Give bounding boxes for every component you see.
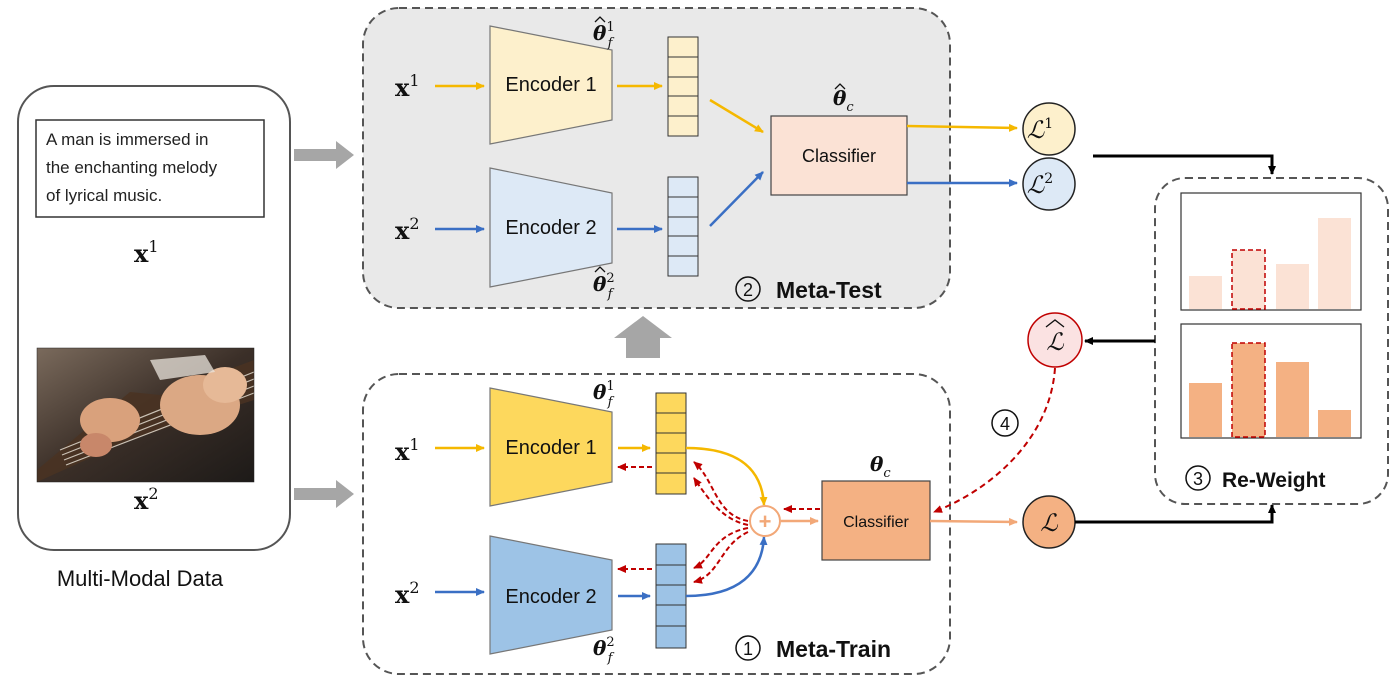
svg-text:ℒ: ℒ	[1040, 509, 1058, 537]
meta-train-step-circle-icon	[735, 635, 761, 661]
meta-train-input-1: x1	[395, 435, 420, 466]
arrow-train-to-test	[614, 316, 672, 358]
meta-test-feature-1	[667, 36, 699, 137]
reweight-chart-train	[1180, 323, 1362, 439]
meta-test-theta-c: θc	[833, 86, 854, 115]
text-caption-box	[35, 119, 265, 218]
step-4-update-arrow	[933, 367, 1056, 513]
meta-train-encoder-1-label: Encoder 1	[505, 437, 596, 459]
guitar-video-frame	[36, 347, 255, 483]
meta-train-feature-1	[655, 392, 687, 495]
meta-train-encoder-2-label: Encoder 2	[505, 586, 596, 608]
meta-train-theta-c: θc	[870, 452, 891, 481]
svg-text:ℒ1: ℒ1	[1027, 116, 1053, 144]
multi-modal-data-label: Multi-Modal Data	[57, 566, 224, 591]
meta-train-arrow-cls-loss	[929, 517, 1018, 526]
theta-hat-accents	[594, 16, 846, 273]
meta-test-step-circle-icon	[735, 276, 761, 302]
step-4-number: 4	[1000, 414, 1010, 434]
meta-test-step-number: 2	[743, 280, 753, 300]
reweight-panel: 3 Re-Weight	[1154, 177, 1389, 505]
meta-test-arrow-cls-loss1	[906, 123, 1018, 132]
meta-test-input-1: x1	[395, 71, 420, 102]
text-modality-label: x1	[134, 237, 159, 268]
test-weight-bar-2	[1231, 249, 1266, 310]
caption-line-2: the enchanting melody	[46, 158, 218, 177]
meta-train-feature-2	[655, 543, 687, 649]
meta-test-classifier-label: Classifier	[802, 146, 876, 166]
reweight-chart-test	[1180, 192, 1362, 311]
hat-accent-icon	[1045, 319, 1065, 328]
meta-test-arrow-feat1-cls	[709, 98, 764, 134]
meta-train-encoder-1	[489, 387, 613, 507]
meta-train-grad-fusion-feat1	[693, 461, 749, 522]
test-weight-bar-1	[1189, 276, 1222, 309]
step-4-circle-icon	[991, 409, 1019, 437]
meta-test-input-2: x2	[395, 214, 420, 245]
meta-train-fusion-node: +	[749, 505, 781, 537]
meta-test-feature-2	[667, 176, 699, 277]
meta-train-title: Meta-Train	[776, 636, 891, 662]
meta-train-arrow-feat2-fusion	[685, 536, 768, 598]
meta-test-encoder-2-label: Encoder 2	[505, 217, 596, 239]
arrow-to-meta-test	[294, 141, 354, 169]
reweight-step-circle-icon	[1185, 465, 1211, 491]
multi-modal-data-panel: A man is immersed in the enchanting melo…	[17, 85, 291, 551]
fusion-plus-icon: +	[759, 509, 772, 534]
meta-train-step-number: 1	[743, 639, 753, 659]
caption-line-1: A man is immersed in	[46, 130, 209, 149]
reweighted-loss-node: ℒ	[1027, 312, 1083, 368]
meta-train-grad-fusion-feat1b	[693, 477, 749, 526]
meta-train-grad-fusion-feat2	[693, 527, 749, 569]
meta-test-arrow-feat2-cls	[709, 171, 764, 227]
test-weight-bar-3	[1276, 264, 1309, 309]
train-weight-bar-2	[1231, 342, 1266, 438]
test-weight-bar-4	[1318, 218, 1351, 309]
meta-train-loss: ℒ	[1022, 495, 1076, 549]
reweight-step-number: 3	[1193, 469, 1203, 489]
meta-train-grad-fusion-feat2b	[693, 531, 749, 584]
meta-train-input-2: x2	[395, 578, 420, 609]
meta-test-loss-2: ℒ2	[1022, 157, 1076, 211]
meta-train-classifier-label: Classifier	[843, 514, 909, 531]
meta-train-classifier	[821, 480, 931, 561]
train-weight-bar-1	[1189, 383, 1222, 437]
arrow-to-meta-train	[294, 480, 354, 508]
train-weight-bar-4	[1318, 410, 1351, 437]
svg-text:ℒ2: ℒ2	[1027, 171, 1053, 199]
svg-text:ℒ: ℒ	[1046, 328, 1064, 356]
meta-test-classifier	[770, 115, 908, 196]
train-weight-bar-3	[1276, 362, 1309, 437]
meta-test-encoder-1-label: Encoder 1	[505, 74, 596, 96]
arrow-losses-to-reweight	[1093, 154, 1276, 175]
meta-test-encoder-2	[489, 167, 613, 288]
meta-test-title: Meta-Test	[776, 277, 882, 303]
meta-train-arrow-feat1-fusion	[685, 446, 768, 506]
reweight-title: Re-Weight	[1222, 469, 1325, 492]
arrow-loss-to-reweight	[1075, 504, 1276, 524]
caption-line-3: of lyrical music.	[46, 186, 162, 205]
meta-train-encoder-2	[489, 535, 613, 655]
video-modality-label: x2	[134, 484, 159, 515]
meta-test-loss-1: ℒ1	[1022, 102, 1076, 156]
meta-test-encoder-1	[489, 25, 613, 145]
flow-arrows-gray	[294, 141, 672, 508]
